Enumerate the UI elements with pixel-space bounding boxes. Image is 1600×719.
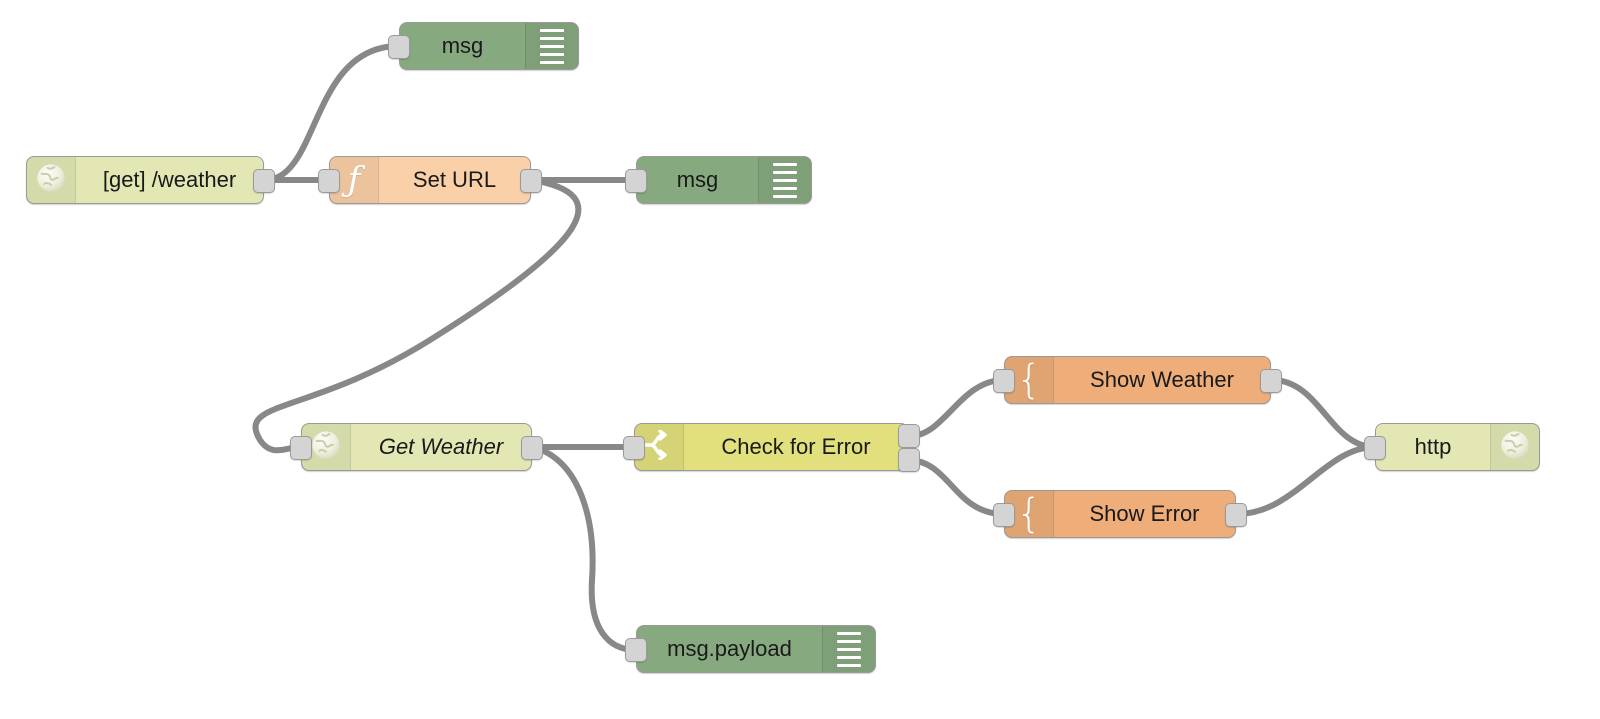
curly-brace-icon: { [1016,491,1042,537]
debug-node-body: msg.payload [637,626,875,672]
node-label: msg [441,33,484,58]
node-switch-check-for-error[interactable]: Check for Error [623,423,920,472]
node-icon-container: { [1005,491,1054,537]
output-port[interactable] [521,436,543,460]
input-port[interactable] [318,169,340,193]
node-icon-container: { [1005,357,1054,403]
wire-switch-check-for-error-to-template-show-error[interactable] [907,457,1007,517]
node-label: Set URL [412,167,497,192]
node-label: msg.payload [667,636,792,661]
globe-icon [34,161,68,200]
output-port[interactable] [1260,369,1282,393]
input-port[interactable] [1364,436,1386,460]
output-port[interactable] [520,169,542,193]
wire-function-set-url-to-http-request-get-weather[interactable] [252,177,582,454]
node-icon-container [1490,424,1539,470]
node-icon-container [635,424,684,470]
node-label: Show Error [1089,501,1200,526]
node-label: Check for Error [721,434,871,459]
node-label: http [1414,434,1452,459]
node-label: Get Weather [378,434,504,459]
debug-lines-icon [822,626,875,672]
debug-lines-icon [758,157,811,203]
node-icon-container [27,157,76,203]
input-port[interactable] [993,369,1015,393]
node-debug-msg-top[interactable]: msg [388,21,610,71]
output-port-1[interactable] [898,424,920,448]
node-template-show-weather[interactable]: { Show Weather [993,356,1282,404]
node-template-show-error[interactable]: { Show Error [993,490,1247,538]
input-port[interactable] [625,638,647,662]
debug-lines-icon [525,23,578,69]
output-port[interactable] [1225,503,1247,527]
node-label: [get] /weather [102,167,237,192]
input-port[interactable] [993,503,1015,527]
debug-node-body: msg [400,23,578,69]
node-http-request-get-weather[interactable]: Get Weather [290,423,543,471]
curly-brace-icon: { [1016,357,1042,403]
node-function-set-url[interactable]: ƒ Set URL [318,156,542,204]
input-port[interactable] [623,436,645,460]
wire-http-request-get-weather-to-debug-msg-payload[interactable] [530,444,639,653]
globe-icon [309,428,343,467]
node-debug-msg-payload[interactable]: msg.payload [625,624,907,674]
debug-node-body: msg [637,157,811,203]
globe-icon [1498,428,1532,467]
node-http-in-weather[interactable]: [get] /weather [26,156,275,204]
node-debug-msg-mid[interactable]: msg [625,155,843,205]
wire-template-show-weather-to-http-response[interactable] [1269,377,1378,450]
input-port[interactable] [388,35,410,59]
wire-template-show-error-to-http-response[interactable] [1234,444,1378,517]
function-f-icon: ƒ [347,160,361,200]
switch-branch-icon [642,428,676,465]
input-port[interactable] [290,436,312,460]
node-http-response[interactable]: http [1364,423,1540,471]
node-label: Show Weather [1090,367,1234,392]
output-port[interactable] [253,169,275,193]
output-port-2[interactable] [898,448,920,472]
node-label: msg [676,167,719,192]
wire-switch-check-for-error-to-template-show-weather[interactable] [907,377,1007,439]
input-port[interactable] [625,169,647,193]
